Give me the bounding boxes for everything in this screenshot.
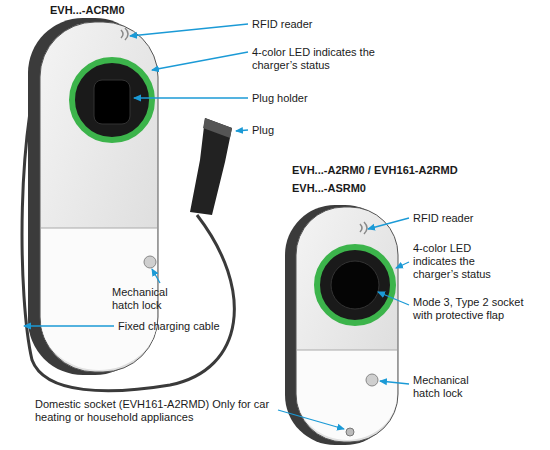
model-code: EVH...-ACRM0 [50,4,125,17]
charger-lower-hatch [297,350,397,440]
model-code: EVH...-A2RM0 / EVH161-A2RMD [292,164,458,177]
part-label: Fixed charging cable [118,320,220,333]
leader-line [24,325,114,326]
charger-face [296,207,398,442]
rfid-icon [360,222,367,234]
part-label: Plug [252,124,274,137]
hatch-lock [144,256,156,268]
hatch-lock [366,374,378,386]
leader-line [152,269,160,283]
note-label: Domestic socket (EVH161-A2RMD) Only for … [35,398,275,424]
leader-line [236,130,248,131]
part-label: RFID reader [252,18,313,31]
plug-holder [94,80,130,124]
hatch-divider [41,228,157,229]
type2-socket [331,261,379,309]
leader-line [380,381,409,384]
leader-line [378,292,409,305]
leader-line [278,410,344,429]
part-label: 4-color LED indicates the charger’s stat… [413,242,505,281]
rfid-icon [121,28,128,40]
part-label: Plug holder [252,92,308,105]
plug [190,118,232,215]
model-code: EVH...-ASRM0 [292,182,366,195]
domestic-socket [346,428,354,436]
led-ring [317,247,393,323]
part-label: Mechanical hatch lock [413,374,483,400]
part-label: Mechanical hatch lock [112,286,182,312]
leader-line [368,218,409,229]
led-ring [72,60,152,140]
leader-lines [24,24,409,429]
plug-nose [203,118,232,138]
part-label: Mode 3, Type 2 socket with protective fl… [413,296,541,322]
leader-line [130,24,248,36]
leader-line [152,52,248,70]
leader-line [396,262,409,268]
part-label: RFID reader [413,212,474,225]
leader-line [134,97,248,98]
part-label: 4-color LED indicates the charger’s stat… [252,46,377,72]
hatch-divider [297,350,397,351]
charger-face [40,22,158,372]
